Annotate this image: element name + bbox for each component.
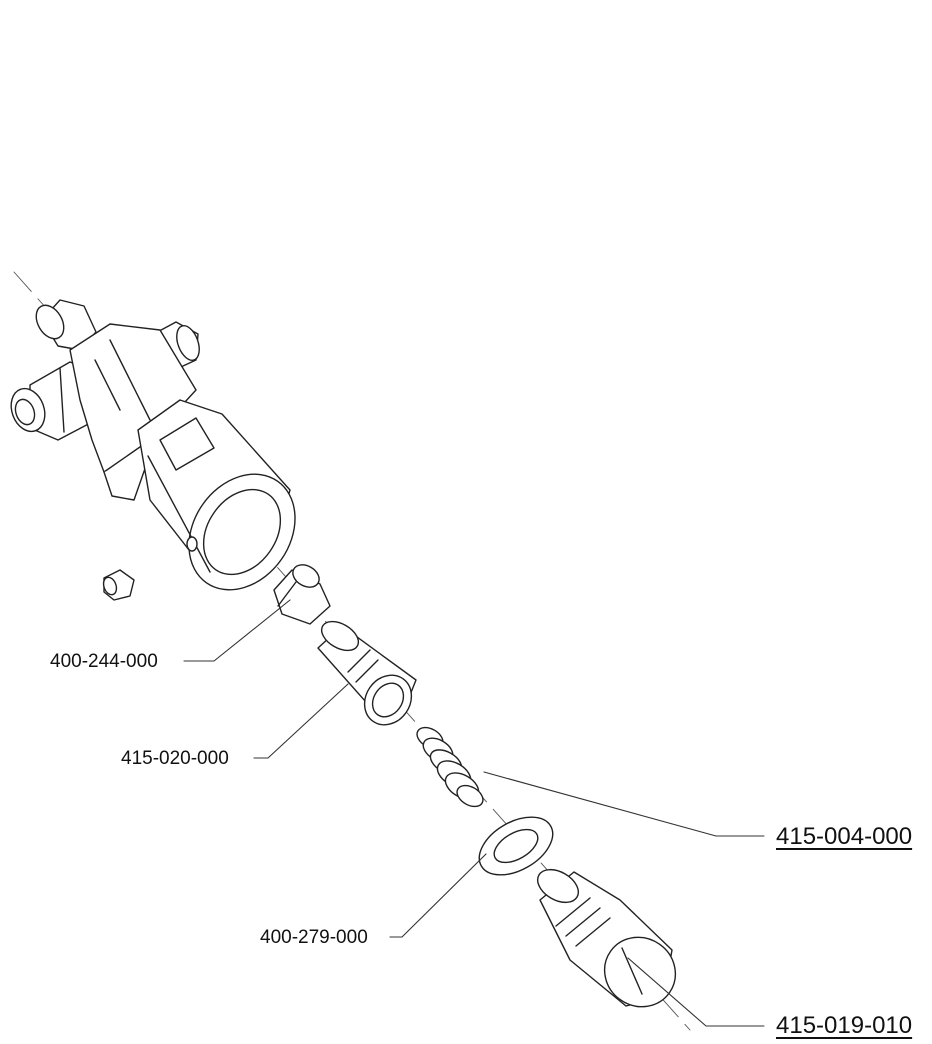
leader-lines: [183, 599, 765, 1027]
leader-400-279-000: [389, 853, 487, 938]
leader-415-020-000: [253, 683, 349, 759]
part-415-019-010-shape: [537, 868, 677, 1008]
leader-415-004-000: [483, 771, 765, 837]
leader-400-244-000: [183, 599, 291, 662]
part-415-004-000-shape: [416, 726, 484, 808]
part-400-279-000-shape: [478, 816, 554, 876]
part-number-label-400-279-000: 400-279-000: [260, 927, 368, 948]
part-number-label-415-004-000: 415-004-000: [776, 823, 913, 850]
valve-body: [10, 299, 296, 591]
part-number-label-415-019-010: 415-019-010: [776, 1012, 913, 1039]
part-number-label-415-020-000: 415-020-000: [121, 748, 229, 769]
part-number-label-400-244-000: 400-244-000: [50, 651, 158, 672]
part-400-244-000-shape: [273, 564, 331, 625]
part-415-020-000-shape: [317, 620, 417, 726]
leader-415-019-010: [627, 957, 765, 1027]
set-screw: [102, 569, 135, 601]
